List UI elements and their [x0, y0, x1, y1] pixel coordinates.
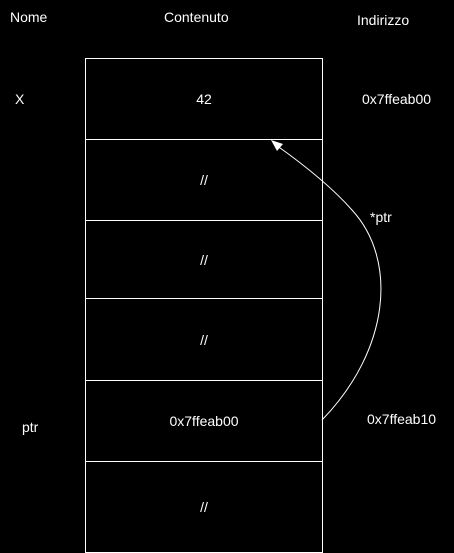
memory-cell-value: //: [200, 331, 208, 348]
address-x: 0x7ffeab00: [362, 91, 432, 107]
memory-cell-4: 0x7ffeab00: [85, 380, 323, 462]
memory-cell-2: //: [85, 220, 323, 299]
memory-cell-value: //: [200, 499, 208, 515]
header-address: Indirizzo: [357, 12, 410, 28]
header-content: Contenuto: [164, 9, 229, 25]
variable-name-x: X: [15, 91, 25, 107]
memory-cell-value: //: [200, 251, 208, 268]
header-name: Nome: [10, 9, 48, 25]
memory-cell-3: //: [85, 298, 323, 381]
variable-name-ptr: ptr: [22, 419, 39, 435]
memory-cell-0: 42: [85, 58, 323, 140]
memory-cell-value: //: [200, 172, 208, 188]
address-ptr: 0x7ffeab10: [367, 411, 437, 427]
memory-cell-value: 42: [196, 91, 212, 107]
pointer-arrow-label: *ptr: [370, 209, 392, 225]
memory-cell-1: //: [85, 139, 323, 221]
memory-cell-value: 0x7ffeab00: [169, 413, 239, 429]
memory-cell-5: //: [85, 461, 323, 553]
